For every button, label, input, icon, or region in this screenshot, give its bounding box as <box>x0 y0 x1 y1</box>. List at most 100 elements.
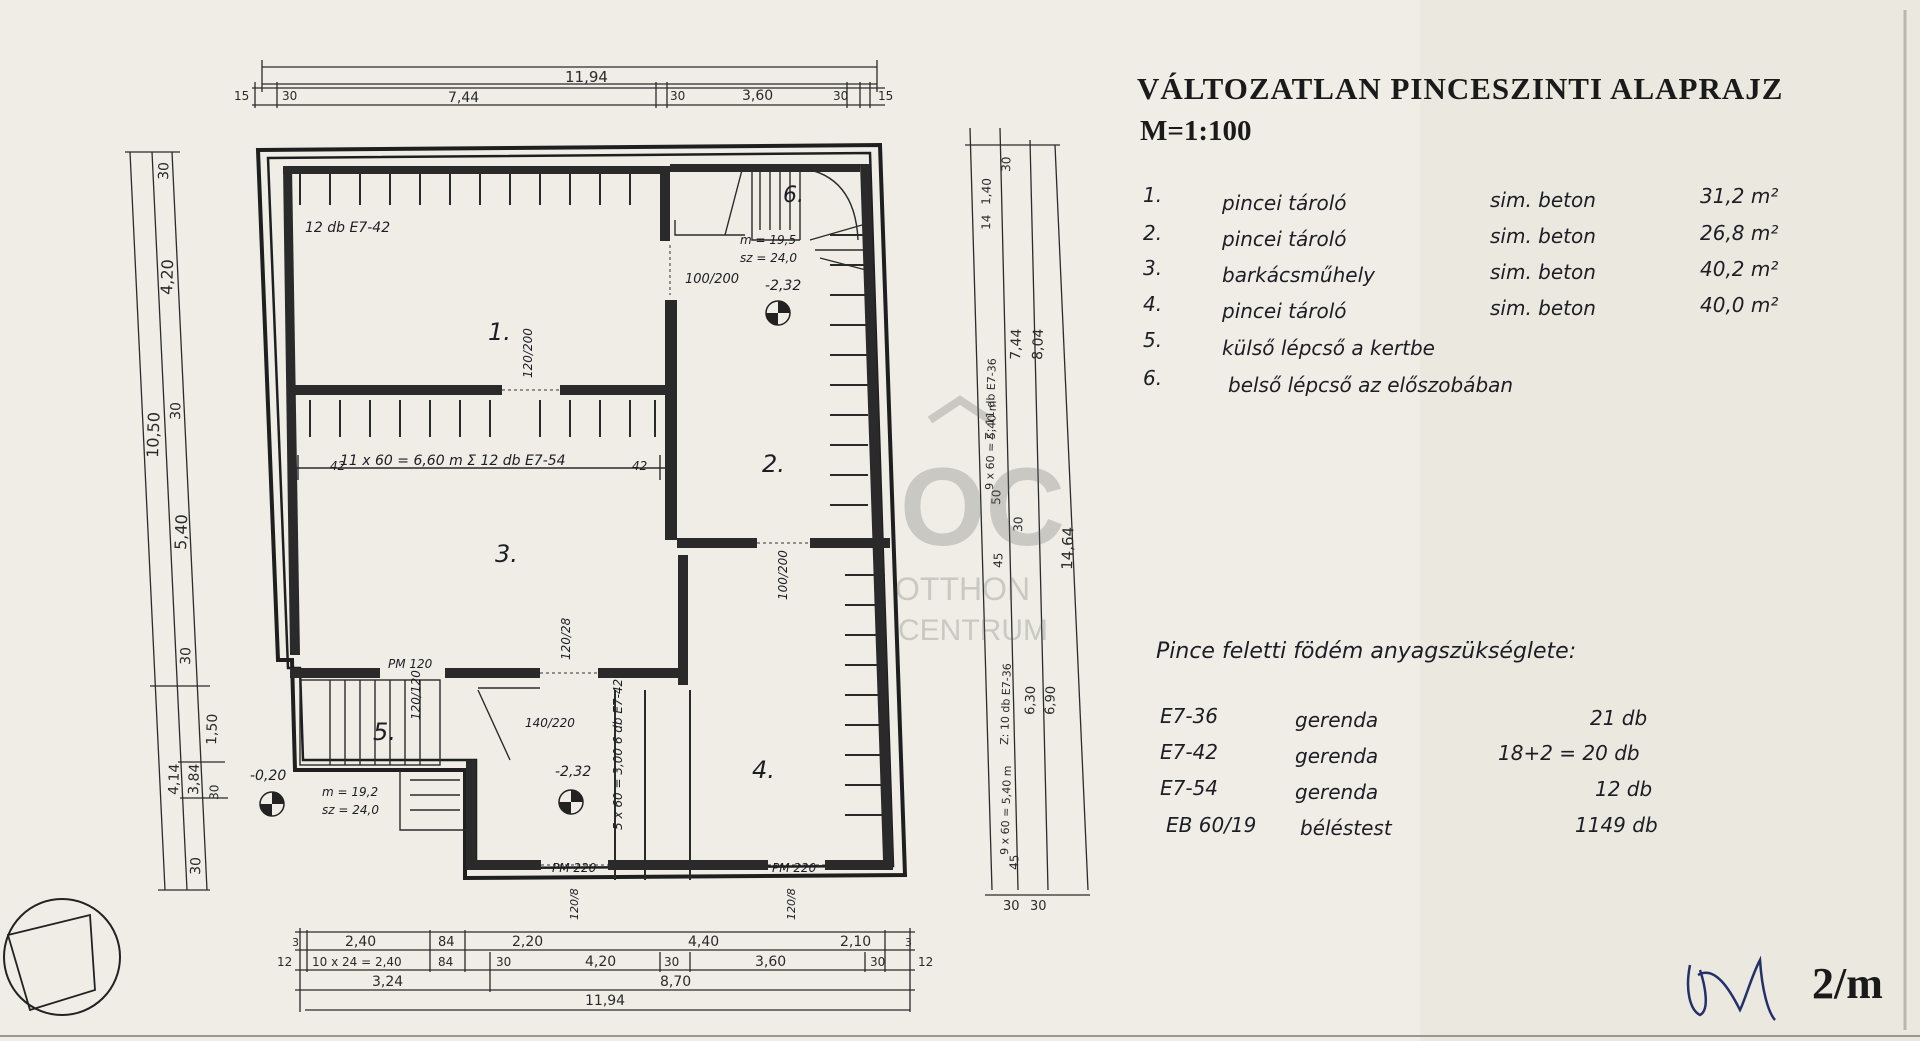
room-label-3: 3. <box>495 540 518 568</box>
left-dimension-chain <box>125 151 228 891</box>
dim-bottom-r2-8: 12 <box>918 955 933 969</box>
dim-right-0: 30 <box>999 156 1014 172</box>
dim-bottom-r1-1: 2,40 <box>345 934 376 950</box>
dim-left-3: 5,40 <box>171 514 191 550</box>
dim-top-a: 15 <box>234 89 249 103</box>
watermark-line2: CENTRUM <box>898 614 1048 647</box>
materials-table: E7-36 gerenda 21 db E7-42 gerenda 18+2 =… <box>1160 704 1658 840</box>
dim-right-10: 45 <box>1007 854 1022 870</box>
dim-bottom-r1-0: 3 <box>292 936 299 949</box>
dim-bottom-r2-4: 4,20 <box>585 954 616 970</box>
legend-num-2: 2. <box>1143 221 1162 245</box>
legend-num-3: 3. <box>1143 256 1162 280</box>
watermark: OC OTTHON CENTRUM <box>895 395 1065 647</box>
ann-beams-room4: 5 x 60 = 3,00 6 db E7-42 <box>611 679 625 830</box>
ann-bottom-small-a: 120/8 <box>568 888 581 920</box>
material-row-2: E7-42 gerenda 18+2 = 20 db <box>1160 740 1640 768</box>
ann-level-a: -2,32 <box>765 278 801 294</box>
right-dimension-chain <box>965 127 1090 896</box>
dim-top-d: 30 <box>670 89 685 103</box>
dim-right-5: 50 <box>989 489 1004 505</box>
dim-top-c: 7,44 <box>448 90 479 106</box>
dim-left-1: 4,20 <box>157 259 177 295</box>
legend-row-4: 4. pincei tároló sim. beton 40,0 m² <box>1143 292 1778 323</box>
dim-top-overall: 11,94 <box>565 68 608 86</box>
legend-num-1: 1. <box>1143 183 1162 207</box>
dim-bottom-r1-3: 2,20 <box>512 934 543 950</box>
ann-stair6-m: m = 19,5 <box>740 233 796 247</box>
plan-annotations: 12 db E7-42 11 x 60 = 6,60 m Σ 12 db E7-… <box>250 220 817 920</box>
building-walls <box>255 142 908 881</box>
material-code-1: E7-36 <box>1160 704 1218 728</box>
dim-right-3: 7,44 <box>1008 328 1025 360</box>
dim-top-e: 3,60 <box>742 88 773 104</box>
material-row-1: E7-36 gerenda 21 db <box>1160 704 1647 732</box>
ann-door-120-200: 120/200 <box>521 328 535 378</box>
ann-beams-room3: 11 x 60 = 6,60 m Σ 12 db E7-54 <box>340 453 566 469</box>
dim-right-6: 45 <box>991 552 1006 568</box>
room-label-4: 4. <box>752 756 775 784</box>
material-row-3: E7-54 gerenda 12 db <box>1160 776 1652 804</box>
ann-door-120-120: 120/120 <box>409 670 423 720</box>
bottom-dimension-labels: 3 2,40 84 2,20 4,40 2,10 3 12 10 x 24 = … <box>277 934 933 1009</box>
dim-left-8: 4,14 <box>166 763 183 795</box>
material-type-4: béléstest <box>1300 816 1393 840</box>
watermark-logo: OC <box>900 446 1065 569</box>
ann-stair5-sz: sz = 24,0 <box>322 803 379 817</box>
dim-right-11: 14,64 <box>1058 527 1077 571</box>
dim-bottom-r2-5: 30 <box>664 955 679 969</box>
dim-bottom-r3-1: 8,70 <box>660 974 691 990</box>
stair-5 <box>299 679 540 831</box>
ann-pm220b: PM 220 <box>772 861 817 875</box>
ann-stair5-m: m = 19,2 <box>322 785 378 799</box>
door-openings <box>502 245 825 866</box>
dim-right-7: 30 <box>1011 516 1026 532</box>
ann-bottom-small-b: 120/8 <box>785 888 798 920</box>
materials-title: Pince feletti födém anyagszükséglete: <box>1156 639 1576 664</box>
dim-bottom-r1-5: 2,10 <box>840 934 871 950</box>
dim-bottom-r2-7: 30 <box>870 955 885 969</box>
watermark-line1: OTTHON <box>895 571 1030 607</box>
ann-42-right: 42 <box>632 459 647 473</box>
legend-name-4: pincei tároló <box>1221 299 1347 323</box>
north-arrow <box>3 898 121 1016</box>
ann-stair6-sz: sz = 24,0 <box>740 251 797 265</box>
dim-bottom-overall: 11,94 <box>585 993 625 1009</box>
dim-right-13: 30 <box>1030 899 1047 914</box>
level-markers <box>259 300 791 817</box>
ann-door-140-220: 140/220 <box>525 716 575 730</box>
legend-row-1: 1. pincei tároló sim. beton 31,2 m² <box>1143 183 1778 215</box>
legend-row-5: 5. külső lépcső a kertbe <box>1143 328 1435 360</box>
material-code-4: EB 60/19 <box>1166 813 1256 837</box>
dim-left-4: 30 <box>178 647 195 665</box>
dim-left-6: 3,84 <box>186 763 203 795</box>
dim-right-9: 6,90 <box>1043 686 1059 715</box>
dim-left-9: 10,50 <box>143 412 164 458</box>
plan-title: VÁLTOZATLAN PINCESZINTI ALAPRAJZ <box>1137 71 1783 106</box>
material-type-2: gerenda <box>1295 744 1378 768</box>
room-label-5: 5. <box>373 718 396 746</box>
dim-top-f: 30 <box>833 89 848 103</box>
beam-ticks <box>299 168 885 880</box>
legend-floor-4: sim. beton <box>1490 296 1596 320</box>
dim-left-5: 1,50 <box>204 713 221 745</box>
ann-door2-100-200: 100/200 <box>776 550 790 600</box>
legend-floor-2: sim. beton <box>1490 224 1596 248</box>
material-qty-1: 21 db <box>1590 706 1647 730</box>
dim-bottom-r1-6: 3 <box>905 936 912 949</box>
legend-name-6: belső lépcső az előszobában <box>1228 373 1513 397</box>
material-qty-4: 1149 db <box>1575 813 1658 837</box>
dim-right-8: 6,30 <box>1023 686 1039 715</box>
room-label-1: 1. <box>488 318 511 346</box>
legend-floor-3: sim. beton <box>1490 260 1596 284</box>
ann-beams-room1: 12 db E7-42 <box>305 220 390 236</box>
legend-num-4: 4. <box>1143 292 1162 316</box>
ann-42-left: 42 <box>330 459 345 473</box>
right-vert-b: 9 x 60 = 5,40 m <box>983 400 999 490</box>
material-code-3: E7-54 <box>1160 776 1218 800</box>
dim-bottom-r2-1: 10 x 24 = 2,40 <box>312 955 402 969</box>
dim-left-10: 30 <box>188 857 205 875</box>
dim-left-2: 30 <box>168 402 185 420</box>
legend-name-1: pincei tároló <box>1221 191 1347 215</box>
